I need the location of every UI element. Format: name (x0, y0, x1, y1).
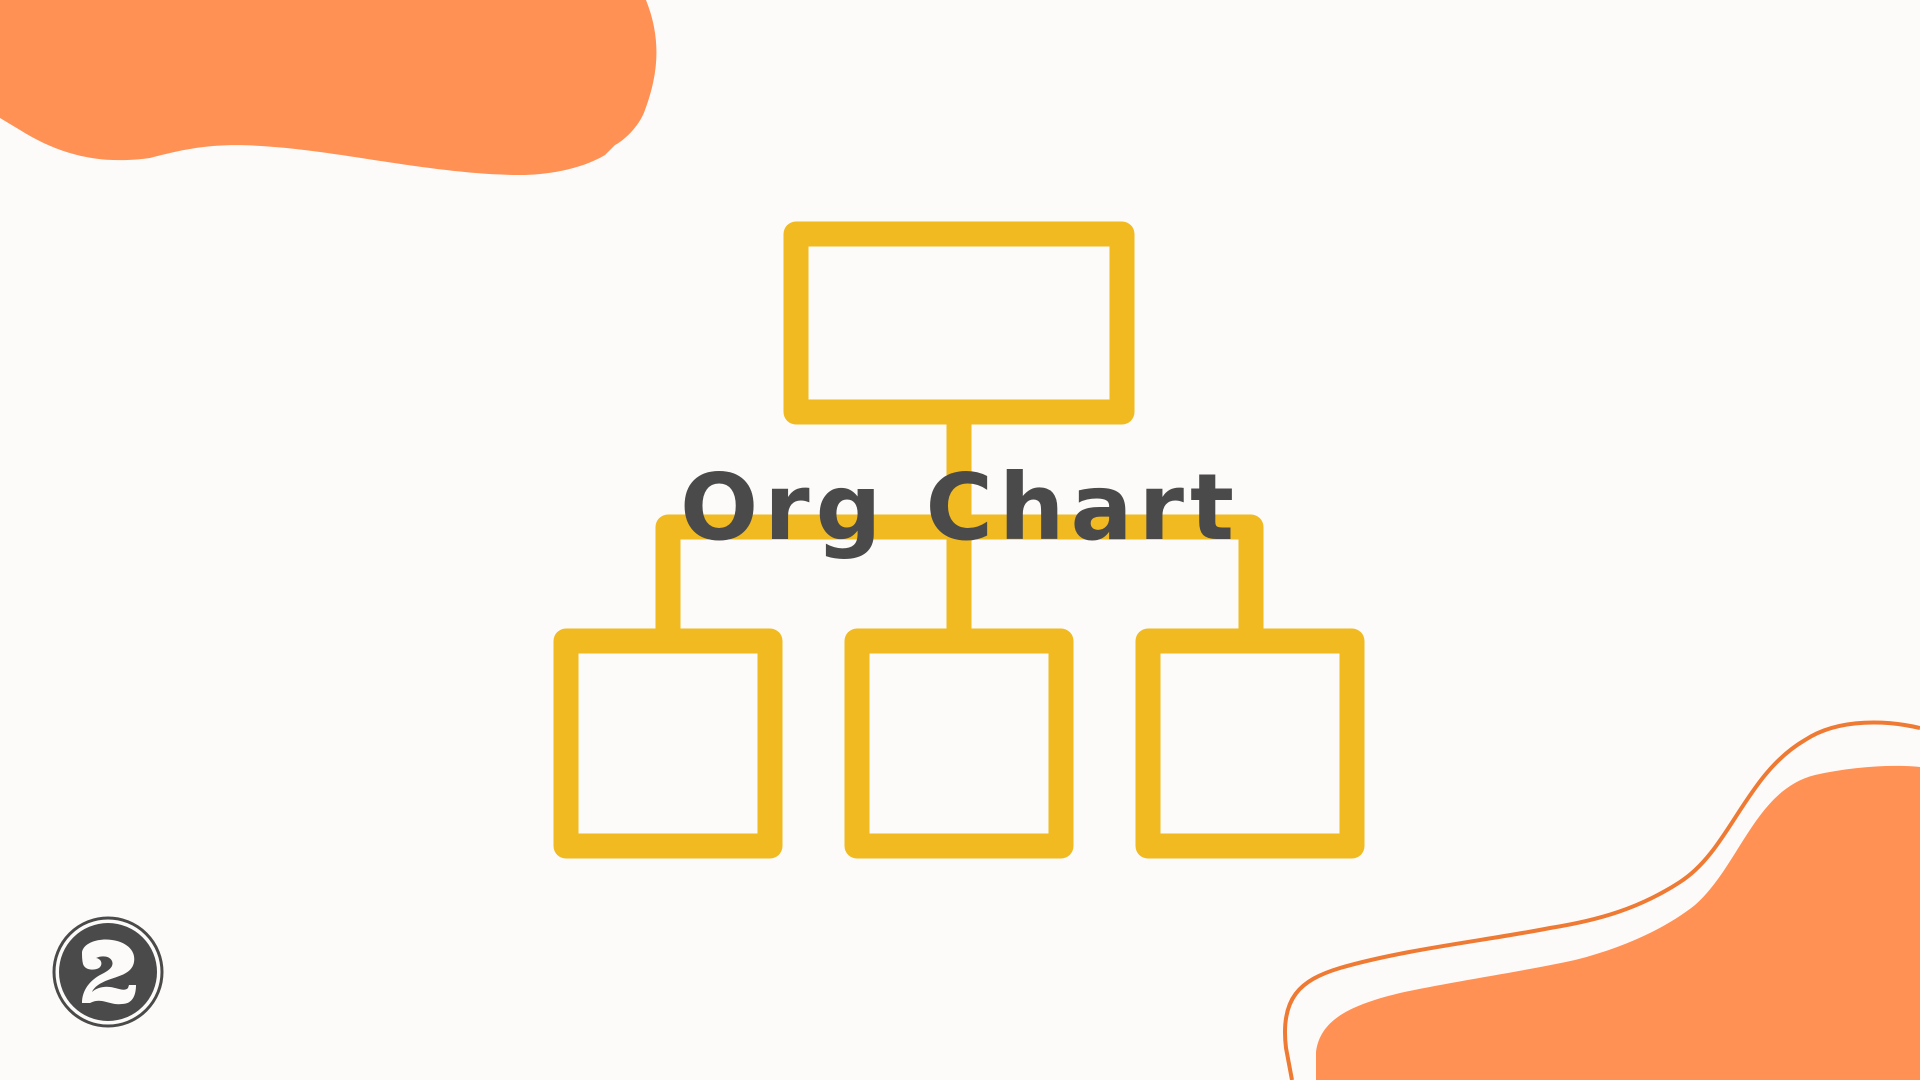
bottom-box-left (553, 628, 783, 859)
top-box (783, 221, 1135, 425)
bottom-box-right (1135, 628, 1365, 859)
page-title: Org Chart (680, 454, 1240, 561)
badge-icon (52, 916, 164, 1028)
bottom-box-center (844, 628, 1074, 859)
bottom-right-blob (1316, 765, 1920, 1080)
bottom-right-outline (1283, 720, 1920, 1080)
org-chart-diagram (553, 221, 1365, 859)
top-left-blob (0, 0, 657, 175)
connector-horizontal (655, 514, 1264, 640)
